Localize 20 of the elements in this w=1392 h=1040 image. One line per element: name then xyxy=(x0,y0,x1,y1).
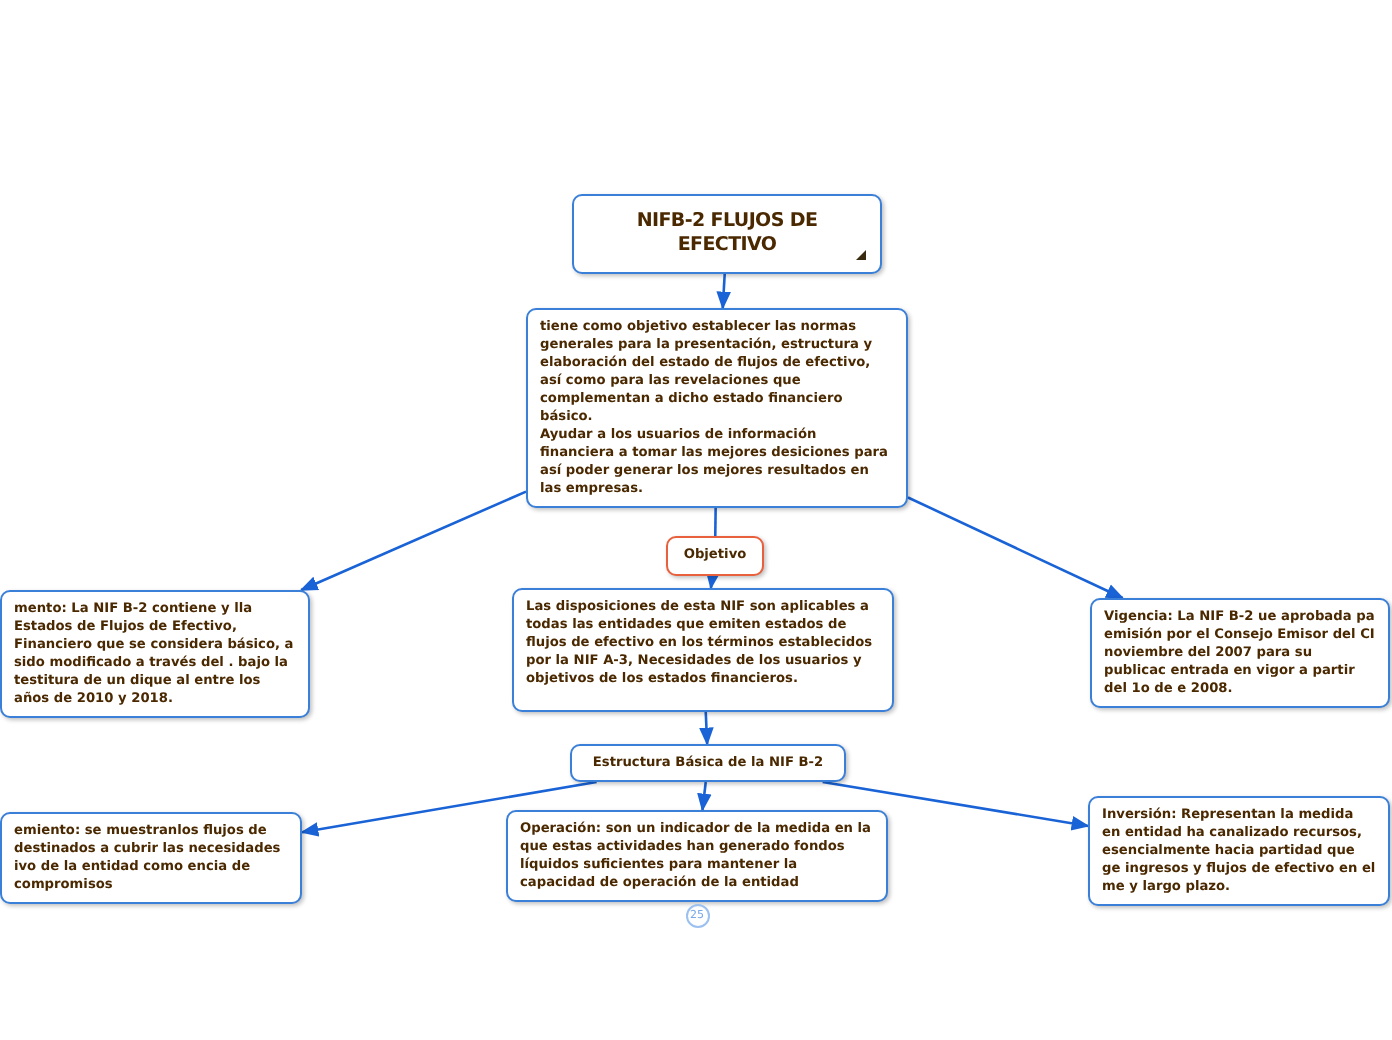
topic-box xyxy=(0,590,310,718)
connector-line xyxy=(713,508,717,536)
topic-box xyxy=(570,744,846,782)
arrow xyxy=(697,781,712,812)
arrow xyxy=(705,570,721,590)
topic-box xyxy=(0,812,302,904)
topic-box xyxy=(666,536,764,576)
arrow xyxy=(699,711,714,746)
topic-box xyxy=(1090,598,1390,708)
arrow xyxy=(299,490,527,592)
title-box xyxy=(572,194,882,274)
arrow xyxy=(716,273,731,310)
topic-box xyxy=(526,308,908,508)
arrow xyxy=(822,780,1090,831)
topic-box xyxy=(512,588,894,712)
topic-box xyxy=(506,810,888,902)
topic-box xyxy=(1088,796,1390,906)
arrow xyxy=(300,780,597,837)
topic-text: NIFB-2 FLUJOS DE EFECTIVO xyxy=(634,210,820,258)
arrow xyxy=(907,496,1125,600)
